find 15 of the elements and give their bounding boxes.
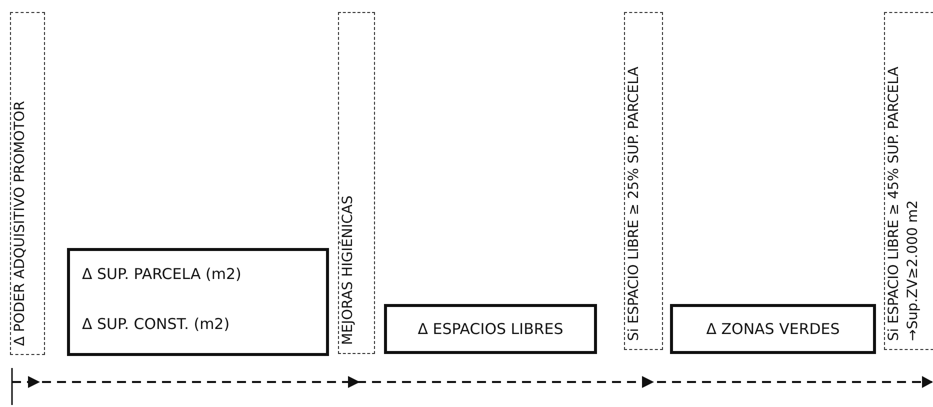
- box-label: Δ ESPACIOS LIBRES: [416, 320, 564, 338]
- vertical-label: Si ESPACIO LIBRE ≥ 45% SUP. PARCELA →Sup.ZV≥2.000 m2: [885, 66, 922, 343]
- box-label: Δ SUP. PARCELA (m2): [82, 265, 242, 283]
- vertical-label: MEJORAS HIGIÉNICAS: [339, 194, 357, 347]
- condition-box: [884, 12, 933, 350]
- variable-box: [67, 248, 329, 356]
- box-label: Δ SUP. CONST. (m2): [82, 315, 231, 333]
- box-label: Δ ZONAS VERDES: [705, 320, 841, 338]
- vertical-label: Δ PODER ADQUISITIVO PROMOTOR: [11, 100, 29, 348]
- vertical-label: Si ESPACIO LIBRE ≥ 25% SUP. PARCELA: [625, 66, 643, 343]
- variable-box: [384, 304, 597, 354]
- condition-box: [10, 12, 45, 355]
- variable-box: [670, 304, 876, 354]
- condition-box: [338, 12, 375, 354]
- condition-box: [624, 12, 663, 350]
